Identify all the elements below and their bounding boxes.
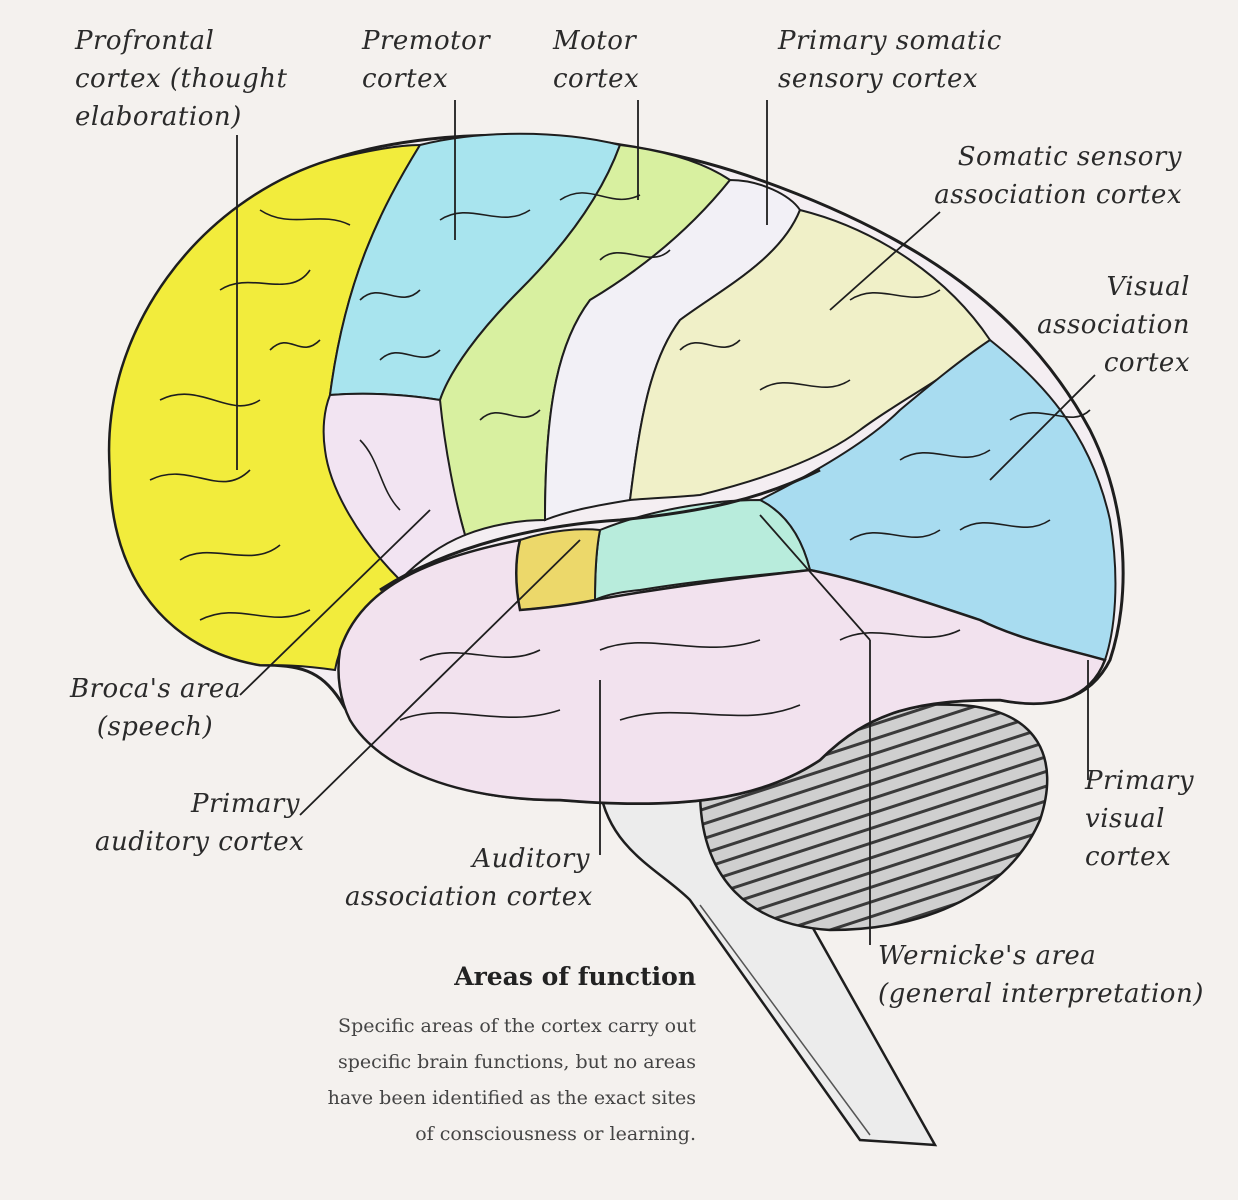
caption-title: Areas of function bbox=[454, 962, 696, 991]
label-wernicke-line2: (general interpretation) bbox=[878, 979, 1204, 1009]
label-wernicke: Wernicke's area (general interpretation) bbox=[878, 937, 1204, 1013]
label-broca: Broca's area (speech) bbox=[70, 670, 240, 746]
leader-lines bbox=[236, 100, 1096, 945]
caption-line-1: Specific areas of the cortex carry out bbox=[338, 1015, 696, 1037]
label-broca-line1: Broca's area bbox=[70, 674, 241, 704]
label-visual-association: Visual association cortex bbox=[1037, 268, 1190, 382]
label-primary-somatic-line1: Primary somatic bbox=[778, 26, 1002, 56]
caption-line-4: of consciousness or learning. bbox=[415, 1123, 696, 1145]
label-motor: Motor cortex bbox=[553, 22, 639, 98]
label-somatic-association: Somatic sensory association cortex bbox=[934, 138, 1182, 214]
caption-line-2: specific brain functions, but no areas bbox=[337, 1051, 696, 1073]
label-broca-line2: (speech) bbox=[96, 712, 214, 742]
label-prefrontal: Profrontal cortex (thought elaboration) bbox=[75, 22, 287, 136]
label-motor-line2: cortex bbox=[553, 64, 640, 94]
region-primary-auditory bbox=[515, 528, 602, 612]
label-primary-visual-line3: cortex bbox=[1085, 842, 1172, 872]
label-premotor-line1: Premotor bbox=[362, 26, 491, 56]
label-auditory-association-line2: association cortex bbox=[345, 882, 593, 912]
label-visual-association-line1: Visual bbox=[1106, 272, 1190, 302]
region-temporal bbox=[337, 538, 1107, 805]
label-primary-auditory-line1: Primary bbox=[190, 789, 300, 819]
label-primary-visual-line2: visual bbox=[1085, 804, 1165, 834]
label-auditory-association: Auditory association cortex bbox=[345, 840, 593, 916]
label-primary-visual: Primary visual cortex bbox=[1085, 762, 1194, 876]
label-prefrontal-line1: Profrontal bbox=[75, 26, 215, 56]
region-somatic-association bbox=[628, 208, 992, 502]
label-primary-auditory: Primary auditory cortex bbox=[95, 785, 305, 861]
label-visual-association-line2: association bbox=[1037, 310, 1190, 340]
label-primary-auditory-line2: auditory cortex bbox=[95, 827, 305, 857]
label-somatic-association-line2: association cortex bbox=[934, 180, 1182, 210]
label-visual-association-line3: cortex bbox=[1103, 348, 1190, 378]
region-broca bbox=[322, 392, 467, 582]
label-premotor: Premotor cortex bbox=[362, 22, 490, 98]
label-motor-line1: Motor bbox=[553, 26, 637, 56]
label-primary-somatic: Primary somatic sensory cortex bbox=[778, 22, 1002, 98]
caption-line-3: have been identified as the exact sites bbox=[327, 1087, 696, 1109]
label-wernicke-line1: Wernicke's area bbox=[878, 941, 1097, 971]
label-somatic-association-line1: Somatic sensory bbox=[957, 142, 1182, 172]
label-premotor-line2: cortex bbox=[362, 64, 449, 94]
label-primary-somatic-line2: sensory cortex bbox=[778, 64, 978, 94]
gyri-lines bbox=[149, 192, 1091, 721]
caption-body: Specific areas of the cortex carry out s… bbox=[250, 1008, 696, 1152]
label-prefrontal-line3: elaboration) bbox=[75, 102, 242, 132]
label-auditory-association-line1: Auditory bbox=[472, 844, 590, 874]
label-prefrontal-line2: cortex (thought bbox=[75, 64, 288, 94]
label-primary-visual-line1: Primary bbox=[1085, 766, 1195, 796]
